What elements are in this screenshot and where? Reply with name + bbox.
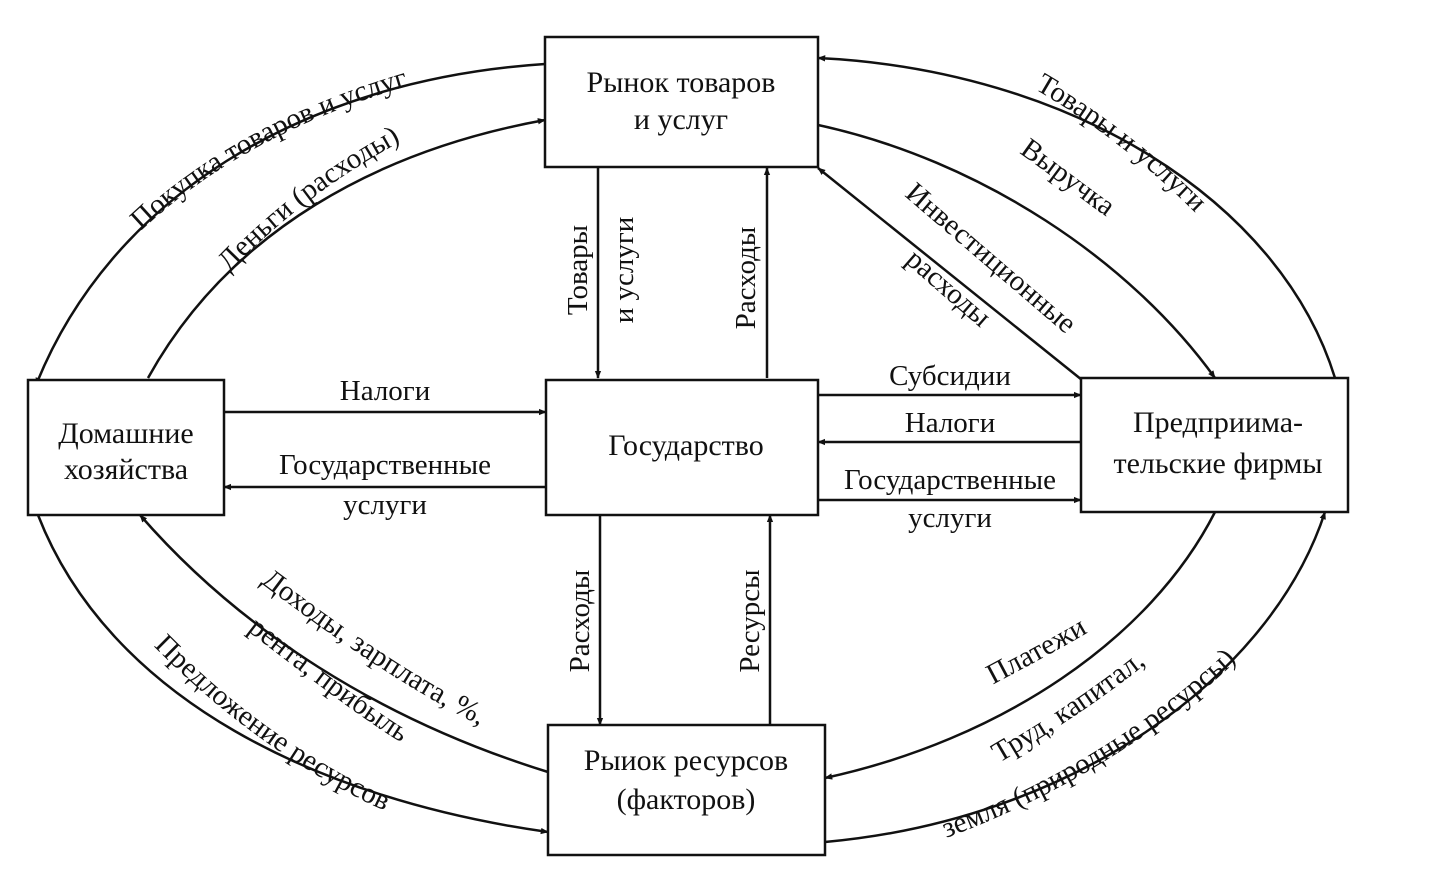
households-title-1: Домашние bbox=[58, 417, 194, 450]
flow-investment-arrow bbox=[817, 167, 1083, 381]
gov-expenses-top-label: Расходы bbox=[730, 227, 762, 330]
flow-revenue-arrow bbox=[817, 123, 1217, 379]
hh-taxes-label: Налоги bbox=[340, 375, 430, 407]
flow-purchase-goods-arrow bbox=[34, 62, 546, 386]
firm-services-label-2: услуги bbox=[908, 502, 992, 534]
hh-services-label-2: услуги bbox=[343, 489, 427, 521]
payments-label: Платежи bbox=[981, 611, 1092, 691]
flow-supply-resources-arrow bbox=[36, 514, 549, 835]
households-title-2: хозяйства bbox=[64, 453, 188, 486]
firms-box bbox=[1079, 376, 1350, 514]
flow-income-arrow bbox=[139, 514, 549, 774]
goods-market-title-2: и услуг bbox=[634, 103, 728, 136]
gov-goods-label-2: и услуги bbox=[608, 217, 640, 324]
subsidies-label: Субсидии bbox=[889, 360, 1011, 392]
goods-services-label: Товары и услуги bbox=[1031, 67, 1213, 218]
flow-labor-arrow bbox=[824, 511, 1327, 844]
firm-taxes-label: Налоги bbox=[905, 407, 995, 439]
state-box bbox=[544, 378, 820, 517]
flow-goods-services-arrow bbox=[817, 55, 1337, 379]
gov-expenses-bottom-label: Расходы bbox=[564, 570, 596, 673]
resource-market-title-1: Рыиок ресурсов bbox=[584, 744, 788, 777]
hh-services-label-1: Государственные bbox=[279, 449, 491, 481]
gov-goods-label-1: Товары bbox=[562, 225, 594, 315]
firm-services-label-1: Государственные bbox=[844, 464, 1056, 496]
resource-market-box bbox=[546, 723, 827, 857]
flow-money-expenses-arrow bbox=[146, 118, 546, 379]
revenue-label: Выручка bbox=[1015, 132, 1121, 222]
firms-title-2: тельские фирмы bbox=[1113, 447, 1322, 480]
households-box bbox=[26, 378, 226, 517]
state-title: Государство bbox=[608, 429, 763, 462]
firms-title-1: Предприима- bbox=[1133, 406, 1303, 439]
labor-label-2: земля (природные ресурсы) bbox=[937, 642, 1241, 844]
flow-payments-arrow bbox=[824, 511, 1217, 780]
gov-resources-label: Ресурсы bbox=[734, 569, 766, 672]
goods-market-title-1: Рынок товаров bbox=[587, 66, 776, 99]
goods-market-box bbox=[543, 35, 820, 169]
resource-market-title-2: (факторов) bbox=[617, 783, 756, 816]
